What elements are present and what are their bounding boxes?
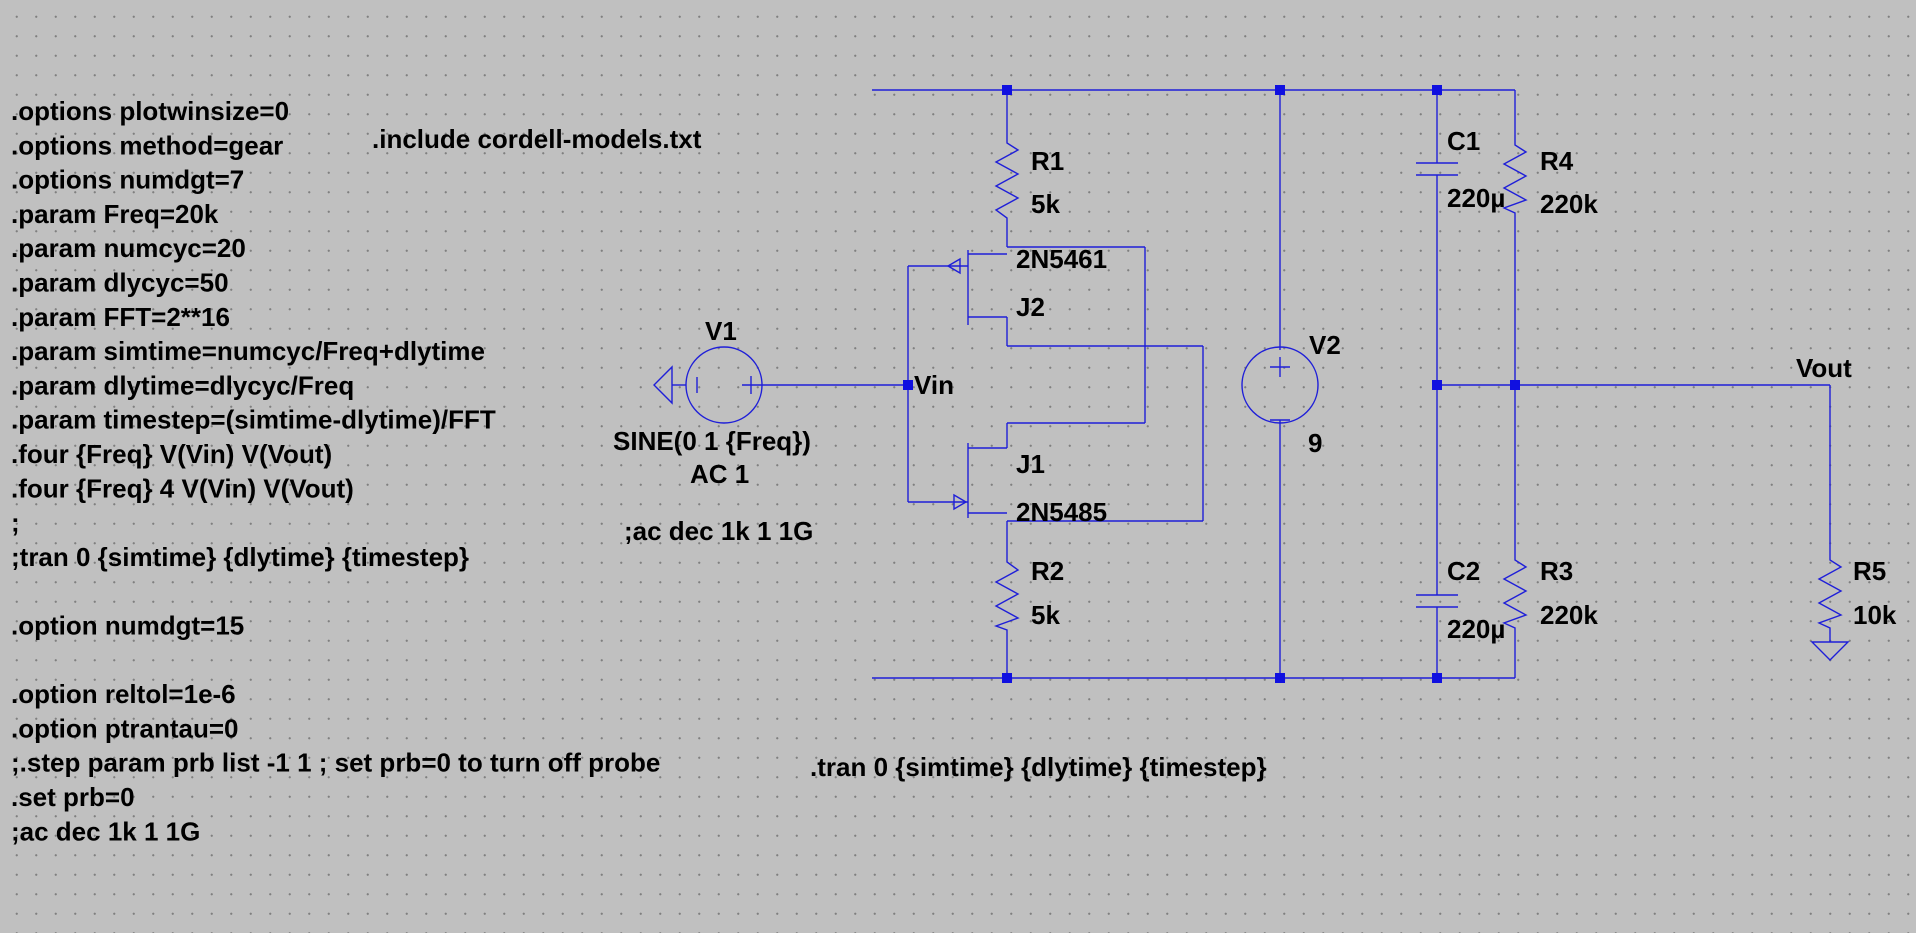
r1-name: R1 <box>1031 146 1064 176</box>
junction-dot <box>1275 85 1285 95</box>
j2-model: 2N5461 <box>1016 244 1107 274</box>
r2-value: 5k <box>1031 600 1060 630</box>
resistor-r2[interactable]: R2 5k <box>993 552 1064 632</box>
directive-line: .option numdgt=15 <box>11 611 244 641</box>
j1-name: J1 <box>1016 449 1045 479</box>
directive-line: .param numcyc=20 <box>11 233 246 263</box>
v1-ac: AC 1 <box>690 459 749 489</box>
directive-line: .four {Freq} 4 V(Vin) V(Vout) <box>11 473 354 503</box>
c1-value: 220µ <box>1447 183 1505 213</box>
voltage-source-v1[interactable]: V1 SINE(0 1 {Freq}) AC 1 <box>613 316 811 489</box>
junction-dot <box>1002 673 1012 683</box>
junction-dot <box>903 380 913 390</box>
r5-name: R5 <box>1853 556 1886 586</box>
directive-line: ; <box>11 508 20 538</box>
v2-value: 9 <box>1308 428 1322 458</box>
resistor-r1[interactable]: R1 5k <box>994 133 1064 230</box>
jfet-j2[interactable]: 2N5461 J2 <box>945 244 1107 325</box>
directive-line: .param simtime=numcyc/Freq+dlytime <box>11 336 485 366</box>
j1-model: 2N5485 <box>1016 497 1107 527</box>
directive-line: ;.step param prb list -1 1 ; set prb=0 t… <box>11 748 660 778</box>
j2-name: J2 <box>1016 292 1045 322</box>
junction-dot <box>1432 85 1442 95</box>
junction-dots <box>903 85 1520 683</box>
resistor-r3[interactable]: R3 220k <box>1502 550 1598 630</box>
spice-directive-block[interactable]: .options plotwinsize=0 .options method=ge… <box>11 96 660 846</box>
directive-line: .four {Freq} V(Vin) V(Vout) <box>11 439 332 469</box>
junction-dot <box>1002 85 1012 95</box>
v1-name: V1 <box>705 316 737 346</box>
directive-line: .option reltol=1e-6 <box>11 679 236 709</box>
tran-directive[interactable]: .tran 0 {simtime} {dlytime} {timestep} <box>810 752 1267 782</box>
voltage-source-v2[interactable]: V2 9 <box>1241 330 1341 458</box>
capacitor-c1[interactable]: C1 220µ <box>1416 126 1505 213</box>
junction-dot <box>1510 380 1520 390</box>
c2-value: 220µ <box>1447 614 1505 644</box>
directive-line: .option ptrantau=0 <box>11 713 239 743</box>
v1-value: SINE(0 1 {Freq}) <box>613 426 811 456</box>
r1-value: 5k <box>1031 189 1060 219</box>
directive-line: .param Freq=20k <box>11 199 219 229</box>
directive-line: .param dlycyc=50 <box>11 268 229 298</box>
r4-name: R4 <box>1540 146 1574 176</box>
r5-value: 10k <box>1853 600 1897 630</box>
resistor-r5[interactable]: R5 10k <box>1817 550 1897 634</box>
ac-comment-directive[interactable]: ;ac dec 1k 1 1G <box>624 516 813 546</box>
resistor-r4[interactable]: R4 220k <box>1502 135 1598 219</box>
r2-name: R2 <box>1031 556 1064 586</box>
v2-name: V2 <box>1309 330 1341 360</box>
c1-name: C1 <box>1447 126 1480 156</box>
junction-dot <box>1275 673 1285 683</box>
directive-line: ;tran 0 {simtime} {dlytime} {timestep} <box>11 542 469 572</box>
r3-value: 220k <box>1540 600 1598 630</box>
directive-line: .param timestep=(simtime-dlytime)/FFT <box>11 405 496 435</box>
r4-value: 220k <box>1540 189 1598 219</box>
directive-line: .options method=gear <box>11 130 283 160</box>
directive-line: .param FFT=2**16 <box>11 302 230 332</box>
jfet-j1[interactable]: J1 2N5485 <box>945 443 1107 527</box>
capacitor-c2[interactable]: C2 220µ <box>1416 556 1505 644</box>
directive-line: ;ac dec 1k 1 1G <box>11 816 200 846</box>
net-label-vin[interactable]: Vin <box>914 370 954 400</box>
ground-symbol <box>1810 634 1850 661</box>
directive-line: .param dlytime=dlycyc/Freq <box>11 370 354 400</box>
junction-dot <box>1432 673 1442 683</box>
net-label-vout[interactable]: Vout <box>1796 353 1852 383</box>
include-directive[interactable]: .include cordell-models.txt <box>372 124 702 154</box>
directive-line: .set prb=0 <box>11 782 135 812</box>
junction-dot <box>1432 380 1442 390</box>
r3-name: R3 <box>1540 556 1573 586</box>
directive-line: .options numdgt=7 <box>11 165 244 195</box>
c2-name: C2 <box>1447 556 1480 586</box>
directive-line: .options plotwinsize=0 <box>11 96 289 126</box>
